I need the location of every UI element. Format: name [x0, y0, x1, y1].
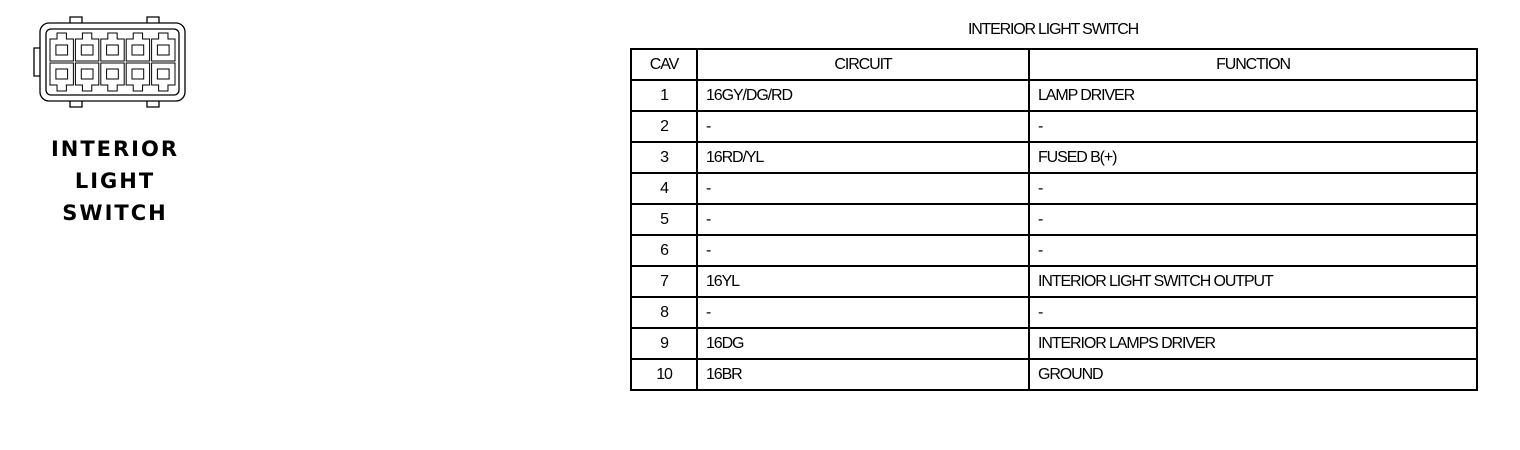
- header-cav: CAV: [630, 48, 698, 81]
- cell-circuit: -: [696, 172, 1030, 205]
- connector-cavity: [49, 62, 74, 92]
- cell-circuit: -: [696, 110, 1030, 143]
- cell-function: INTERIOR LIGHT SWITCH OUTPUT: [1028, 265, 1478, 298]
- connector-cavity: [125, 62, 151, 92]
- cell-function: -: [1028, 172, 1478, 205]
- connector-terminal-slot: [80, 44, 94, 56]
- cell-cav: 6: [630, 234, 698, 267]
- connector-cavity: [151, 32, 176, 62]
- connector-cavity: [125, 32, 151, 62]
- cell-function: INTERIOR LAMPS DRIVER: [1028, 327, 1478, 360]
- cell-function: -: [1028, 110, 1478, 143]
- cell-function: GROUND: [1028, 358, 1478, 391]
- cell-circuit: -: [696, 234, 1030, 267]
- table-row: 9 16DG INTERIOR LAMPS DRIVER: [630, 327, 1478, 360]
- cell-cav: 3: [630, 141, 698, 174]
- cell-cav: 9: [630, 327, 698, 360]
- connector-terminal-slot: [55, 68, 69, 80]
- table-row: 4 - -: [630, 172, 1478, 205]
- connector-terminal-slot: [131, 68, 145, 80]
- cell-function: LAMP DRIVER: [1028, 79, 1478, 112]
- cell-function: -: [1028, 234, 1478, 267]
- connector-label-line: LIGHT: [74, 169, 156, 193]
- table-row: 1 16GY/DG/RD LAMP DRIVER: [630, 79, 1478, 112]
- connector-terminal-slot: [156, 68, 170, 80]
- header-circuit: CIRCUIT: [696, 48, 1030, 81]
- connector-cavity: [100, 32, 125, 62]
- connector-cavity: [49, 32, 74, 62]
- cell-circuit: 16YL: [696, 265, 1030, 298]
- pinout-table: CAV CIRCUIT FUNCTION 1 16GY/DG/RD LAMP D…: [630, 48, 1478, 391]
- table-header-row: CAV CIRCUIT FUNCTION: [630, 48, 1478, 81]
- connector-terminal-slot: [80, 68, 94, 80]
- cell-circuit: 16BR: [696, 358, 1030, 391]
- cell-cav: 4: [630, 172, 698, 205]
- cell-cav: 1: [630, 79, 698, 112]
- header-function: FUNCTION: [1028, 48, 1478, 81]
- connector-icon: [33, 16, 186, 108]
- connector-terminal-slot: [156, 44, 170, 56]
- connector-terminal-slot: [106, 44, 119, 56]
- connector-terminal-slot: [106, 68, 119, 80]
- connector-terminal-slot: [55, 44, 69, 56]
- connector-cavity: [151, 62, 176, 92]
- connector-cavity: [74, 62, 100, 92]
- table-title: INTERIOR LIGHT SWITCH: [967, 21, 1139, 38]
- cell-circuit: -: [696, 296, 1030, 329]
- cell-cav: 2: [630, 110, 698, 143]
- cell-cav: 7: [630, 265, 698, 298]
- table-row: 8 - -: [630, 296, 1478, 329]
- cell-function: FUSED B(+): [1028, 141, 1478, 174]
- cell-circuit: 16DG: [696, 327, 1030, 360]
- connector-terminal-slot: [131, 44, 145, 56]
- cell-function: -: [1028, 203, 1478, 236]
- cell-circuit: -: [696, 203, 1030, 236]
- table-row: 7 16YL INTERIOR LIGHT SWITCH OUTPUT: [630, 265, 1478, 298]
- cell-circuit: 16GY/DG/RD: [696, 79, 1030, 112]
- cell-cav: 10: [630, 358, 698, 391]
- cell-cav: 5: [630, 203, 698, 236]
- connector-cavity: [74, 32, 100, 62]
- connector-label: INTERIOR LIGHT SWITCH: [40, 133, 190, 229]
- cell-function: -: [1028, 296, 1478, 329]
- cell-circuit: 16RD/YL: [696, 141, 1030, 174]
- connector-label-line: INTERIOR: [50, 137, 180, 161]
- table-row: 10 16BR GROUND: [630, 358, 1478, 391]
- table-row: 5 - -: [630, 203, 1478, 236]
- table-row: 2 - -: [630, 110, 1478, 143]
- connector-cavity: [100, 62, 125, 92]
- table-row: 6 - -: [630, 234, 1478, 267]
- connector-label-line: SWITCH: [62, 201, 168, 225]
- cell-cav: 8: [630, 296, 698, 329]
- table-row: 3 16RD/YL FUSED B(+): [630, 141, 1478, 174]
